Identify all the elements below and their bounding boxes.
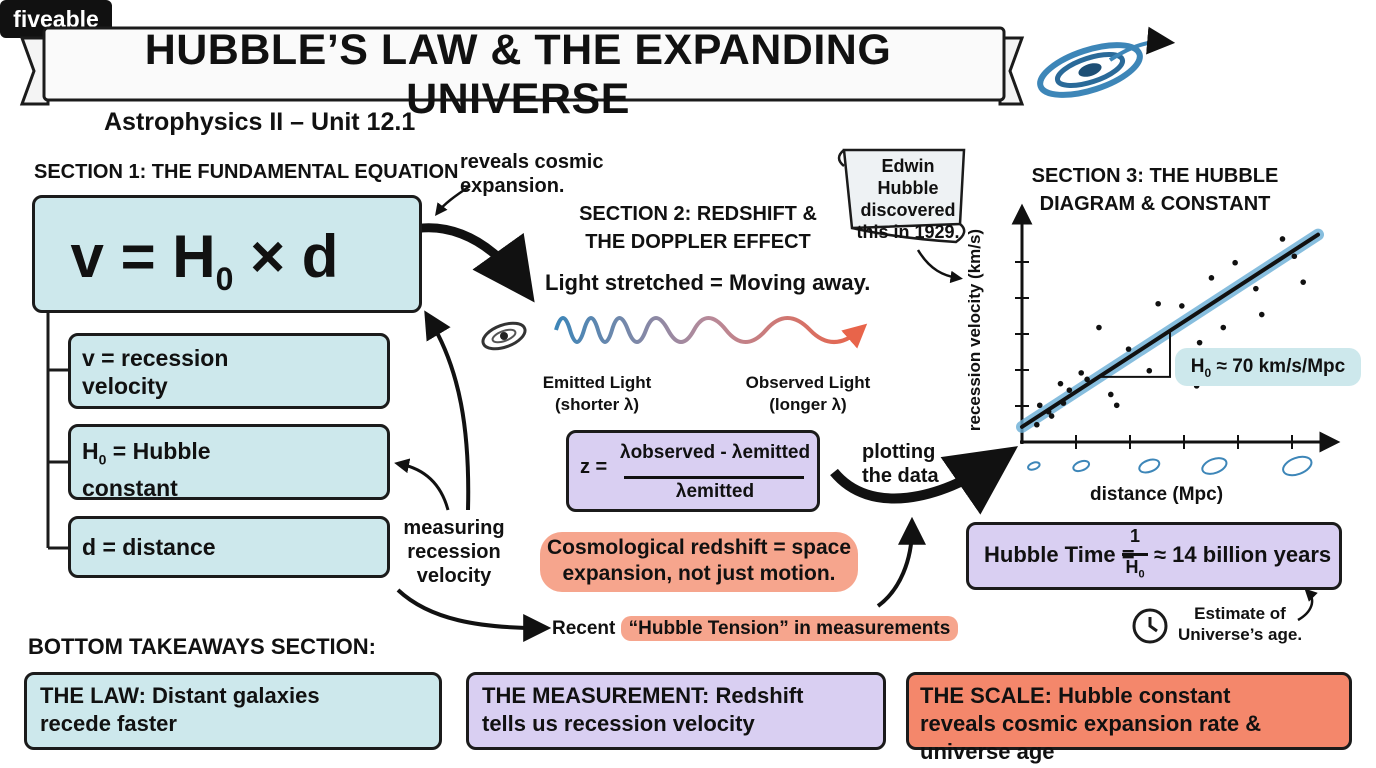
distance-galaxy-icon bbox=[1282, 455, 1313, 477]
cosmological-redshift-highlight bbox=[540, 532, 858, 592]
data-point bbox=[1084, 376, 1090, 383]
edwin-hubble-note: Edwin Hubble discovered this in 1929. bbox=[856, 156, 960, 242]
data-point bbox=[1108, 391, 1114, 398]
data-point bbox=[1196, 339, 1203, 346]
data-point bbox=[1057, 380, 1064, 387]
data-point bbox=[1125, 346, 1132, 352]
cosmological-redshift-note: Cosmological redshift = space expansion,… bbox=[546, 536, 851, 585]
variable-velocity-label: v = recession velocity bbox=[82, 345, 229, 399]
section2-title: SECTION 2: REDSHIFT & THE DOPPLER EFFECT bbox=[579, 203, 817, 253]
data-point bbox=[1060, 400, 1067, 406]
data-point bbox=[1155, 300, 1161, 307]
data-point bbox=[1291, 253, 1298, 260]
data-point bbox=[1034, 421, 1040, 428]
hubble-time-box bbox=[966, 522, 1342, 590]
page-title: HUBBLE’S LAW & THE EXPANDING UNIVERSE bbox=[144, 26, 892, 123]
hubble-diagram-chart bbox=[1011, 203, 1341, 477]
takeaway-box-law bbox=[24, 672, 442, 750]
hubble-tension-note: Recent “Hubble Tension” in measurements bbox=[552, 616, 959, 641]
data-point bbox=[1048, 413, 1055, 419]
takeaway-box-scale bbox=[906, 672, 1352, 750]
chart-x-axis-label: distance (Mpc) bbox=[1090, 484, 1224, 505]
observed-light-label: Observed Light (longer λ) bbox=[745, 373, 871, 414]
redshift-formula-numerator: λobserved - λemitted bbox=[620, 442, 811, 463]
arrow-to-hubble-tension bbox=[396, 588, 552, 642]
data-point bbox=[1113, 402, 1120, 409]
hubble-equation: v = H0 × d bbox=[70, 223, 339, 297]
redshift-wave bbox=[554, 316, 868, 349]
hubble-time-denominator: H0 bbox=[1125, 557, 1145, 581]
chart-y-axis-label: recession velocity (km/s) bbox=[965, 228, 984, 432]
universe-age-estimate-note: Estimate of Universe’s age. bbox=[1177, 604, 1303, 644]
arrow-reveals bbox=[434, 184, 471, 216]
distance-galaxy-icon bbox=[1138, 458, 1161, 474]
hubble-time-fraction-bar bbox=[1122, 553, 1148, 556]
hubble-time-label: Hubble Time = bbox=[984, 542, 1135, 567]
redshift-formula-denominator: λemitted bbox=[675, 481, 755, 502]
fraction-bar bbox=[624, 476, 804, 479]
arrow-plotting-data bbox=[830, 446, 1019, 515]
estimate-clock-icon bbox=[1132, 608, 1168, 644]
section1-title: SECTION 1: THE FUNDAMENTAL EQUATION bbox=[34, 161, 459, 183]
data-point bbox=[1045, 408, 1052, 415]
slope-triangle bbox=[1098, 330, 1171, 378]
distance-galaxy-icon bbox=[1072, 459, 1091, 473]
measuring-velocity-label: measuring recession velocity bbox=[403, 517, 505, 587]
reveals-annotation: reveals cosmic expansion. bbox=[460, 151, 604, 197]
data-point bbox=[1232, 259, 1238, 266]
hubble-tension-highlight: “Hubble Tension” in measurements bbox=[620, 616, 959, 641]
section3-title: SECTION 3: THE HUBBLE DIAGRAM & CONSTANT bbox=[1031, 165, 1279, 215]
data-point bbox=[1220, 324, 1227, 331]
redshift-tagline: Light stretched = Moving away. bbox=[545, 270, 871, 295]
takeaway-box-measurement bbox=[466, 672, 886, 750]
data-point bbox=[1066, 387, 1073, 393]
data-point bbox=[1279, 236, 1286, 242]
hubble-time-numerator: 1 bbox=[1129, 526, 1140, 546]
arrow-scroll-to-chart bbox=[916, 249, 963, 284]
equation-box bbox=[32, 195, 422, 313]
variable-box-hubble-constant bbox=[68, 424, 390, 500]
takeaway-law-text: THE LAW: Distant galaxies recede faster bbox=[40, 683, 320, 736]
redshift-formula-lhs: z = bbox=[580, 456, 608, 478]
data-point bbox=[1036, 402, 1043, 409]
arrow-measuring-up bbox=[424, 310, 471, 511]
data-point bbox=[1300, 279, 1306, 285]
arrow-estimate bbox=[1297, 588, 1318, 622]
scroll-note-shape bbox=[837, 148, 966, 244]
hubble-constant-slope-label: H0 ≈ 70 km/s/Mpc bbox=[1175, 348, 1361, 386]
takeaway-scale-text: THE SCALE: Hubble constant reveals cosmi… bbox=[920, 683, 1262, 764]
data-point bbox=[1253, 285, 1259, 292]
arrow-tension-up bbox=[876, 516, 926, 608]
page-subtitle: Astrophysics II – Unit 12.1 bbox=[104, 108, 416, 136]
data-point bbox=[1179, 303, 1185, 309]
distance-galaxy-icon bbox=[1027, 461, 1041, 471]
plotting-data-label: plotting the data bbox=[862, 441, 939, 487]
data-point bbox=[1146, 367, 1153, 374]
emitting-galaxy-icon bbox=[481, 321, 527, 351]
data-point bbox=[1096, 324, 1102, 331]
emitted-light-label: Emitted Light (shorter λ) bbox=[542, 373, 652, 414]
variable-tree-lines bbox=[46, 313, 68, 550]
takeaway-measurement-text: THE MEASUREMENT: Redshift tells us reces… bbox=[482, 683, 804, 736]
takeaways-title: BOTTOM TAKEAWAYS SECTION: bbox=[28, 634, 376, 659]
variable-distance-label: d = distance bbox=[82, 534, 216, 560]
variable-hubble-constant-label: H0 = Hubble constant bbox=[82, 438, 211, 501]
variable-box-velocity bbox=[68, 333, 390, 409]
hubble-time-result: ≈ 14 billion years bbox=[1154, 542, 1332, 567]
spiral-galaxy-icon bbox=[1037, 26, 1176, 98]
arrow-measuring-left bbox=[394, 458, 450, 511]
variable-box-distance bbox=[68, 516, 390, 578]
data-point bbox=[1258, 311, 1265, 318]
data-point bbox=[1078, 370, 1084, 376]
redshift-formula-box bbox=[566, 430, 820, 512]
data-point bbox=[1208, 275, 1215, 281]
distance-galaxy-icon bbox=[1201, 457, 1228, 475]
title-banner bbox=[19, 26, 1025, 106]
